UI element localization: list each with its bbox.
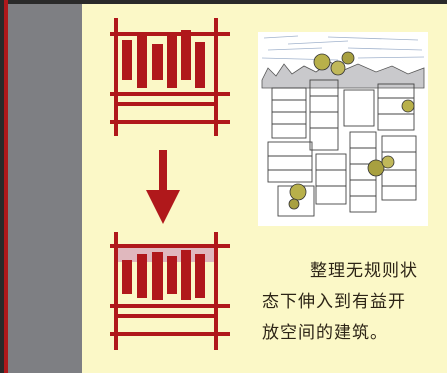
caption-line-3: 放空间的建筑。: [262, 323, 388, 343]
urban-building-sketch-icon: [258, 32, 428, 226]
bar: [167, 256, 177, 294]
caption-line-2: 态下伸入到有益开: [262, 292, 406, 312]
irregular-bars-diagram-icon: [110, 18, 230, 136]
bar: [195, 42, 205, 88]
bar: [137, 32, 147, 88]
left-border: [0, 0, 4, 373]
bar-group: [122, 250, 205, 300]
left-accent-stripe: [4, 0, 8, 373]
bar: [152, 252, 163, 300]
bar: [152, 44, 163, 80]
side-panel: [8, 4, 82, 373]
organized-bars-diagram-icon: [110, 232, 230, 350]
bar: [122, 260, 132, 294]
bar: [195, 254, 205, 298]
bar: [137, 254, 147, 298]
bar-group: [122, 30, 205, 88]
bar: [181, 30, 191, 80]
down-arrow-icon: [146, 150, 180, 224]
bar: [122, 40, 132, 80]
bar: [167, 36, 177, 88]
caption-text: 整理无规则状 态下伸入到有益开 放空间的建筑。: [262, 256, 442, 349]
caption-line-1: 整理无规则状: [310, 261, 418, 281]
bar: [181, 250, 191, 300]
top-border: [0, 0, 447, 4]
